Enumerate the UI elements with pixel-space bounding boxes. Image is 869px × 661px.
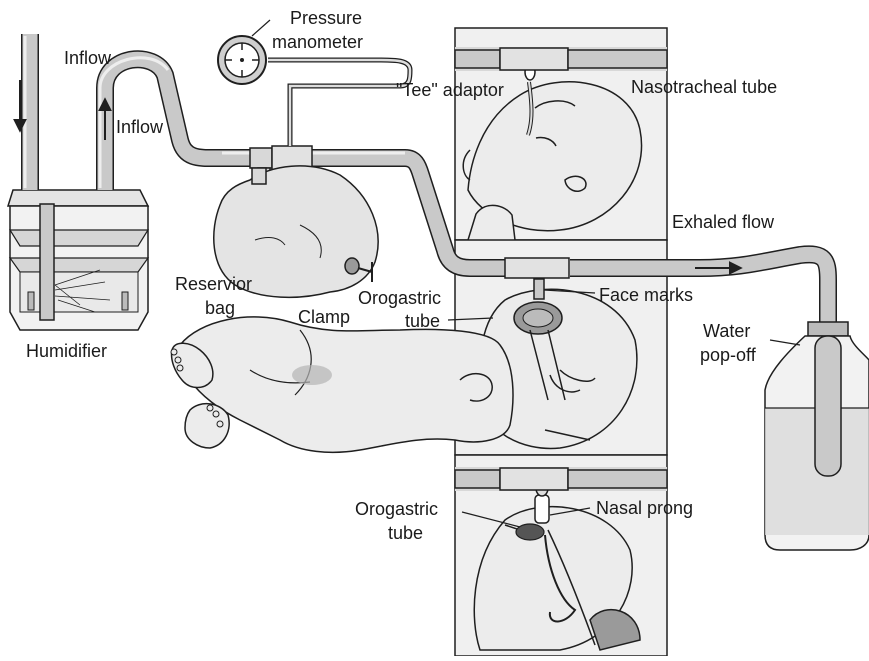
label-inflow-mid: Inflow: [116, 117, 164, 137]
label-face-marks: Face marks: [599, 285, 693, 305]
label-water-popoff-2: pop-off: [700, 345, 757, 365]
label-tee-adaptor: "Tee" adaptor: [396, 80, 504, 100]
label-pressure-manometer-2: manometer: [272, 32, 363, 52]
label-exhaled-flow: Exhaled flow: [672, 212, 775, 232]
label-water-popoff-1: Water: [703, 321, 750, 341]
label-pressure-manometer-1: Pressure: [290, 8, 362, 28]
humidifier: [8, 190, 148, 330]
water-popoff-bottle: [765, 322, 869, 550]
label-clamp: Clamp: [298, 307, 350, 327]
label-orogastric-tube-bottom-2: tube: [388, 523, 423, 543]
label-inflow-top: Inflow: [64, 48, 112, 68]
label-nasotracheal-tube: Nasotracheal tube: [631, 77, 777, 97]
label-reservoir-bag-2: bag: [205, 298, 235, 318]
label-reservoir-bag-1: Reservior: [175, 274, 252, 294]
label-nasal-prong: Nasal prong: [596, 498, 693, 518]
label-humidifier: Humidifier: [26, 341, 107, 361]
label-orogastric-tube-mid-1: Orogastric: [358, 288, 441, 308]
label-orogastric-tube-bottom-1: Orogastric: [355, 499, 438, 519]
label-orogastric-tube-mid-2: tube: [405, 311, 440, 331]
infant-body: [171, 317, 513, 452]
pressure-manometer-icon: [218, 36, 266, 84]
